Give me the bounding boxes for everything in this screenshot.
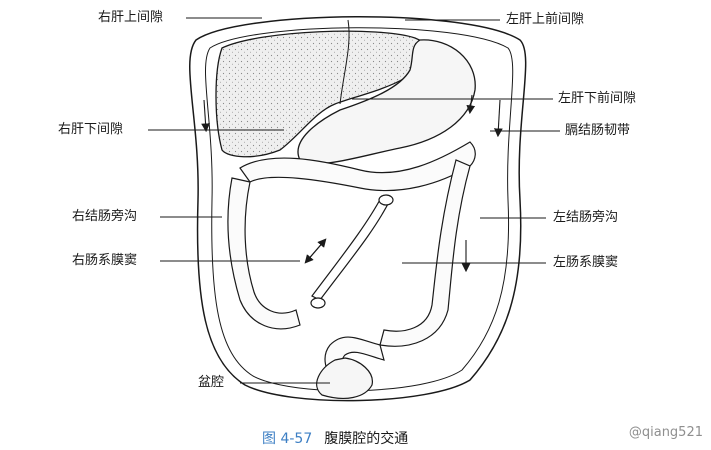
flow-arrows [201,94,503,273]
mesentery-cut-top [378,194,394,206]
caption-number: 图 4-57 [262,431,313,447]
label-right-mesenteric-sinus: 右肠系膜窦 [72,253,138,268]
label-right-paracolic-gutter: 右结肠旁沟 [72,209,138,224]
label-right-suprahepatic: 右肝上间隙 [98,10,164,25]
label-left-paracolic-gutter: 左结肠旁沟 [553,210,619,225]
ascending-colon [227,177,301,330]
label-left-anterior-infrahepatic: 左肝下前间隙 [558,91,637,106]
rectum [316,357,373,399]
transverse-colon [239,141,476,192]
label-phrenicocolic-ligament: 膈结肠韧带 [565,123,631,138]
liver [215,30,430,158]
leader-lines [148,17,560,384]
caption-title: 腹膜腔的交通 [324,431,409,447]
mesentery-root [311,195,391,301]
label-pelvic-cavity: 盆腔 [198,375,225,390]
abdominal-wall [189,16,527,402]
mesentery-cut-bottom [310,297,326,309]
descending-colon [379,159,471,347]
watermark: @qiang521 [628,425,703,440]
label-right-infrahepatic: 右肝下间隙 [58,122,124,137]
label-left-mesenteric-sinus: 左肠系膜窦 [553,255,619,270]
figure-caption: 图 4-57 腹膜腔的交通 [262,428,408,448]
falciform-ligament [339,19,350,105]
label-left-anterior-suprahepatic: 左肝上前间隙 [506,12,585,27]
